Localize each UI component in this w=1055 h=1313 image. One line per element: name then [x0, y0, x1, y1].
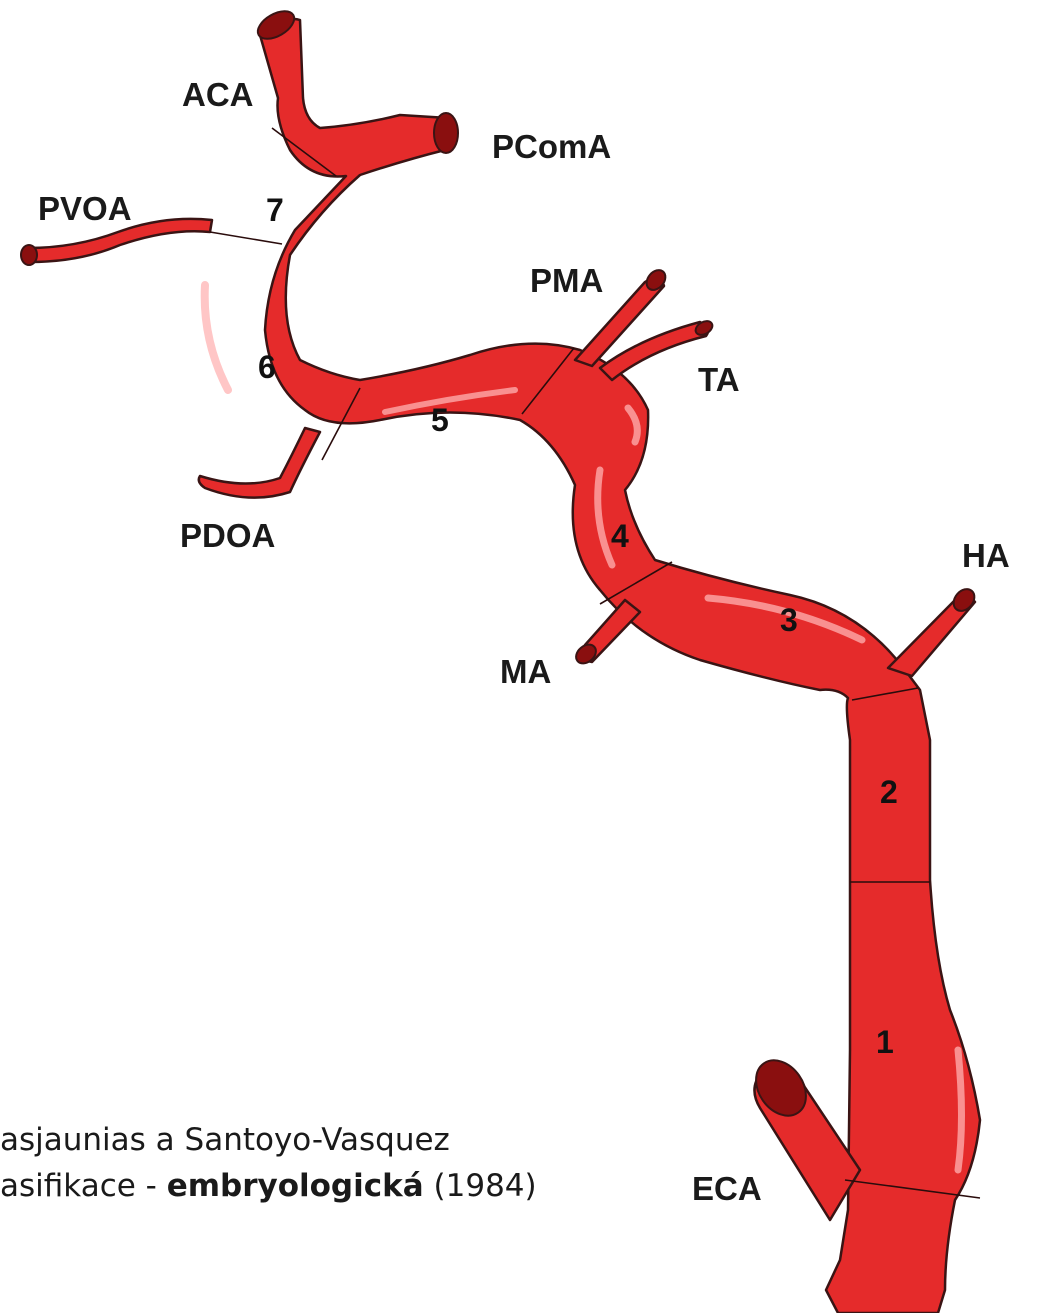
- pdoa-branch: [199, 428, 320, 498]
- segment-number-7: 7: [266, 192, 284, 228]
- label-eca: ECA: [692, 1170, 762, 1207]
- vessel-highlight: [958, 1050, 962, 1170]
- caption-line-2-prefix: asifikace -: [0, 1168, 167, 1204]
- segment-number-5: 5: [431, 402, 449, 438]
- caption-line-1: asjaunias a Santoyo-Vasquez: [0, 1117, 537, 1163]
- segment-number-4: 4: [611, 518, 629, 554]
- label-pma: PMA: [530, 262, 603, 299]
- label-ma: MA: [500, 653, 551, 690]
- vessel-highlight: [205, 285, 228, 390]
- caption-line-2-bold: embryologická: [167, 1168, 424, 1204]
- segment-number-1: 1: [876, 1024, 894, 1060]
- caption-line-2: asifikace - embryologická (1984): [0, 1163, 537, 1209]
- segment-number-6: 6: [258, 349, 276, 385]
- label-pvoa: PVOA: [38, 190, 132, 227]
- caption: asjaunias a Santoyo-Vasquez asifikace - …: [0, 1117, 537, 1209]
- segment-number-2: 2: [880, 774, 898, 810]
- label-ha: HA: [962, 537, 1010, 574]
- caption-line-2-suffix: (1984): [424, 1168, 537, 1204]
- segment-number-3: 3: [780, 602, 798, 638]
- pcoma-opening: [434, 113, 458, 153]
- segment-divider-7: [210, 232, 282, 244]
- label-pcoma: PComA: [492, 128, 611, 165]
- label-pdoa: PDOA: [180, 517, 275, 554]
- label-aca: ACA: [182, 76, 254, 113]
- label-ta: TA: [698, 361, 740, 398]
